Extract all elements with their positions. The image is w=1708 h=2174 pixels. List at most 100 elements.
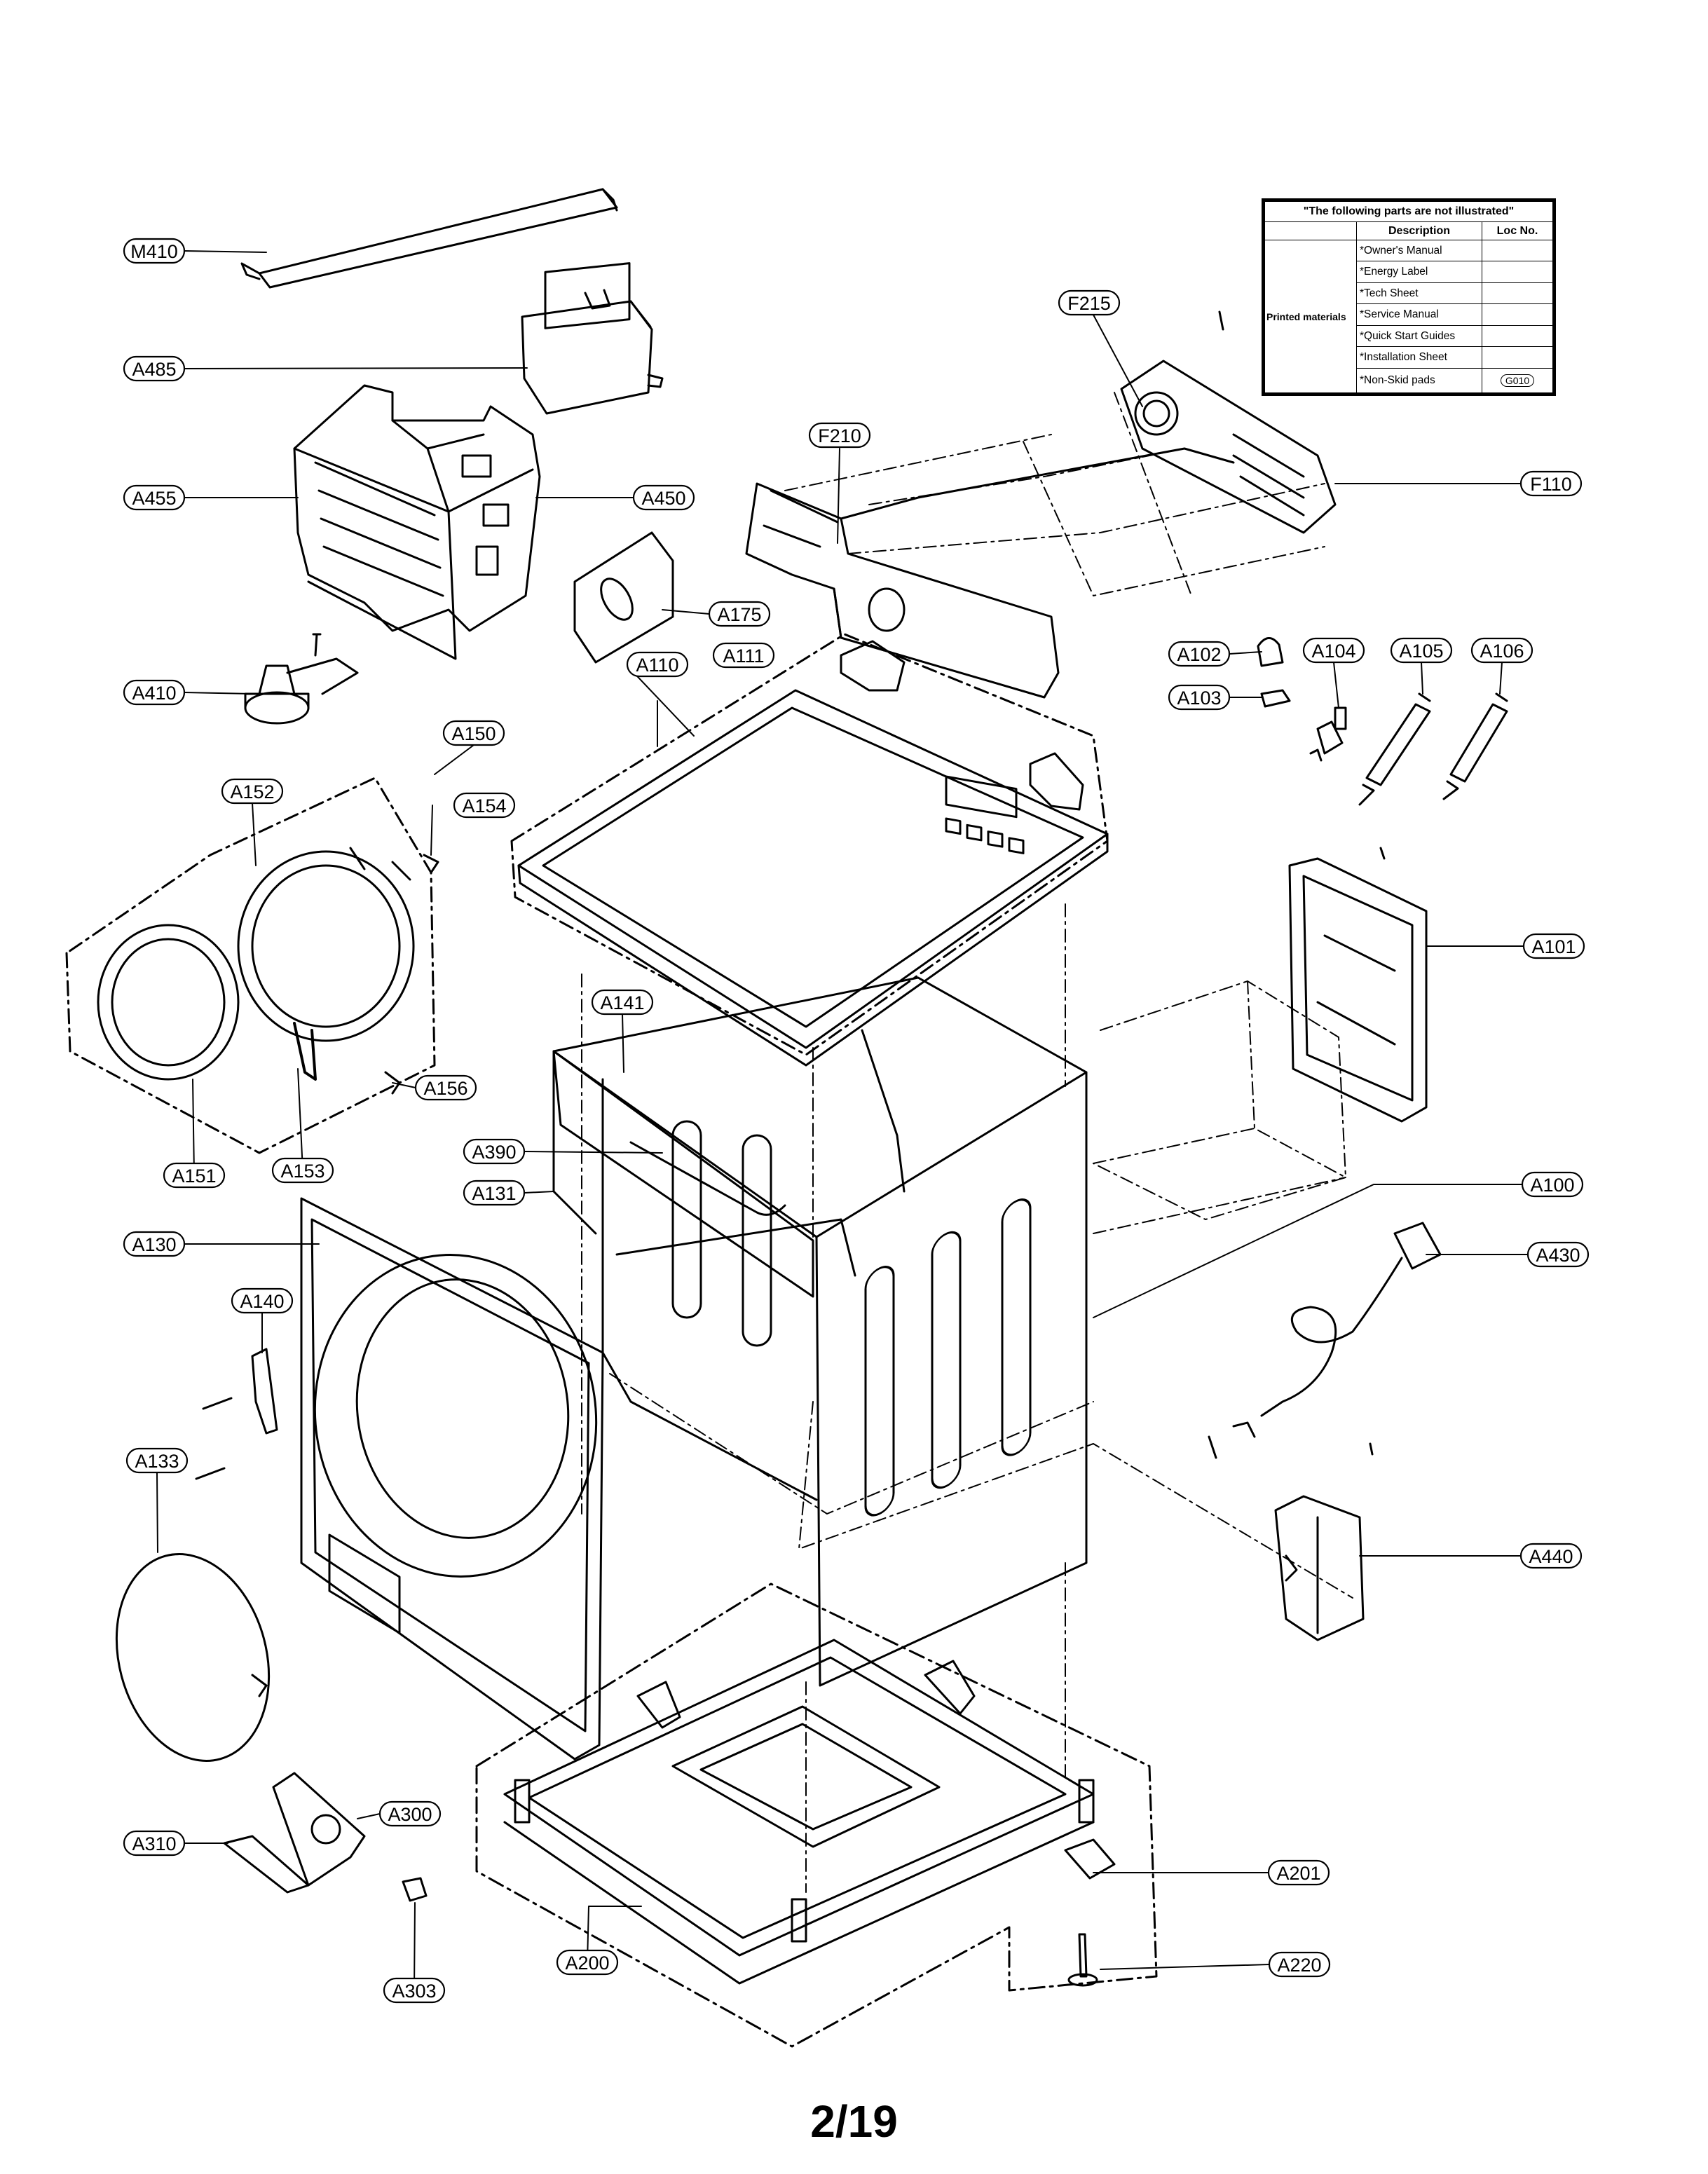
svg-text:A130: A130	[132, 1234, 176, 1255]
svg-text:F110: F110	[1530, 474, 1572, 495]
door-assembly-box-a150	[65, 777, 436, 1154]
damper-a106	[1442, 692, 1508, 800]
callout-a100: A100	[1521, 1171, 1584, 1198]
svg-text:A151: A151	[172, 1165, 216, 1187]
svg-text:F215: F215	[1067, 293, 1111, 314]
cabinet-guide	[581, 903, 1346, 1515]
not-illustrated-parts-table: "The following parts are not illustrated…	[1262, 198, 1556, 396]
svg-text:A141: A141	[600, 992, 644, 1013]
row-loc	[1482, 324, 1553, 348]
svg-text:A156: A156	[423, 1078, 467, 1099]
svg-text:A150: A150	[451, 723, 496, 744]
callout-a130: A130	[123, 1231, 186, 1257]
hinge-a154	[423, 854, 439, 874]
row-description: *Non-Skid pads	[1356, 367, 1482, 394]
svg-text:A300: A300	[388, 1804, 432, 1825]
leveler-foot-a220	[1067, 1933, 1098, 1987]
svg-text:A175: A175	[717, 604, 761, 625]
hinge-a111	[840, 640, 906, 692]
door-ring-a151	[97, 924, 240, 1081]
callout-a390: A390	[463, 1138, 526, 1165]
door-frame-a152	[237, 847, 415, 1081]
damper-a104	[1309, 706, 1347, 762]
page-number: 2/19	[810, 2096, 898, 2147]
callouts: M410 A485 A455 A450 A175 A410 A150 A152 …	[123, 238, 1590, 2004]
svg-text:A154: A154	[462, 795, 506, 816]
row-loc	[1482, 282, 1553, 305]
door-hook-a140	[195, 1348, 278, 1480]
front-door-a130	[300, 1197, 604, 1761]
row-loc	[1482, 346, 1553, 369]
callout-a105: A105	[1390, 637, 1453, 664]
back-cover-a101	[1288, 847, 1428, 1123]
base-frame-a200	[503, 1639, 1095, 1985]
row-description: *Service Manual	[1356, 303, 1482, 326]
col-description-header: Description	[1356, 221, 1482, 240]
leveler-bracket-a201	[1064, 1838, 1116, 1880]
cabinet-a100	[552, 976, 1088, 1687]
pressure-switch-a410	[244, 633, 359, 725]
svg-text:A430: A430	[1536, 1245, 1580, 1266]
top-plate-box	[510, 633, 1109, 1056]
callout-a111: A111	[712, 642, 775, 669]
noise-filter-a440	[1274, 1442, 1374, 1641]
row-loc: G010	[1482, 367, 1553, 394]
svg-text:A140: A140	[240, 1291, 284, 1312]
svg-text:A131: A131	[472, 1183, 516, 1204]
callout-a110: A110	[626, 651, 689, 678]
callout-a101: A101	[1522, 933, 1585, 959]
callout-a310: A310	[123, 1830, 186, 1857]
control-panel-f210	[745, 447, 1235, 854]
display-pcb-a485	[521, 262, 664, 415]
clamp-a133	[115, 1553, 271, 1762]
front-bracket-a390	[552, 1050, 814, 1298]
callout-a220: A220	[1268, 1951, 1331, 1978]
svg-text:A102: A102	[1177, 644, 1221, 665]
callout-m410: M410	[123, 238, 186, 264]
table-row: *Non-Skid pads G010	[1265, 367, 1553, 394]
callout-a150: A150	[442, 720, 505, 746]
svg-text:A101: A101	[1531, 936, 1576, 957]
callout-a104: A104	[1302, 637, 1365, 664]
svg-text:A153: A153	[280, 1161, 324, 1182]
control-panel-guide-lines	[784, 392, 1325, 596]
row-description: *Energy Label	[1356, 261, 1482, 283]
base-box-a200	[475, 1582, 1158, 2048]
svg-text:A110: A110	[636, 655, 678, 676]
callout-a303: A303	[383, 1977, 446, 2004]
callout-a153: A153	[271, 1157, 334, 1184]
svg-text:A450: A450	[641, 488, 685, 509]
callout-a103: A103	[1168, 684, 1231, 711]
svg-text:A200: A200	[565, 1953, 609, 1974]
small-part-a103	[1260, 689, 1291, 708]
svg-text:F210: F210	[818, 425, 861, 446]
callout-a156: A156	[414, 1074, 477, 1101]
callout-a140: A140	[231, 1287, 294, 1314]
callout-a201: A201	[1267, 1859, 1330, 1886]
bracket-m410	[240, 188, 618, 289]
svg-text:A440: A440	[1529, 1546, 1573, 1567]
svg-text:A310: A310	[132, 1833, 176, 1854]
callout-a450: A450	[632, 484, 695, 511]
svg-text:A485: A485	[132, 359, 176, 380]
leader-lines	[156, 250, 1529, 1991]
callout-a131: A131	[463, 1180, 526, 1206]
callout-a300: A300	[378, 1800, 442, 1827]
table-blank-header	[1264, 221, 1357, 240]
table-row: Printed materials *Owner's Manual	[1264, 239, 1553, 393]
callout-a485: A485	[123, 355, 186, 382]
svg-text:A106: A106	[1480, 641, 1524, 662]
svg-text:M410: M410	[130, 241, 178, 262]
svg-text:A105: A105	[1399, 641, 1443, 662]
main-pcb-box-a455-a450	[293, 384, 541, 660]
row-description: *Owner's Manual	[1356, 239, 1482, 262]
top-hinge-right	[1029, 752, 1084, 811]
small-part-a102	[1257, 637, 1284, 667]
callout-a141: A141	[591, 989, 654, 1016]
table-row: *Service Manual	[1265, 303, 1553, 326]
svg-text:A111: A111	[723, 645, 764, 666]
loc-badge: G010	[1500, 374, 1535, 387]
callout-f210: F210	[808, 422, 871, 449]
row-description: *Installation Sheet	[1356, 346, 1482, 369]
